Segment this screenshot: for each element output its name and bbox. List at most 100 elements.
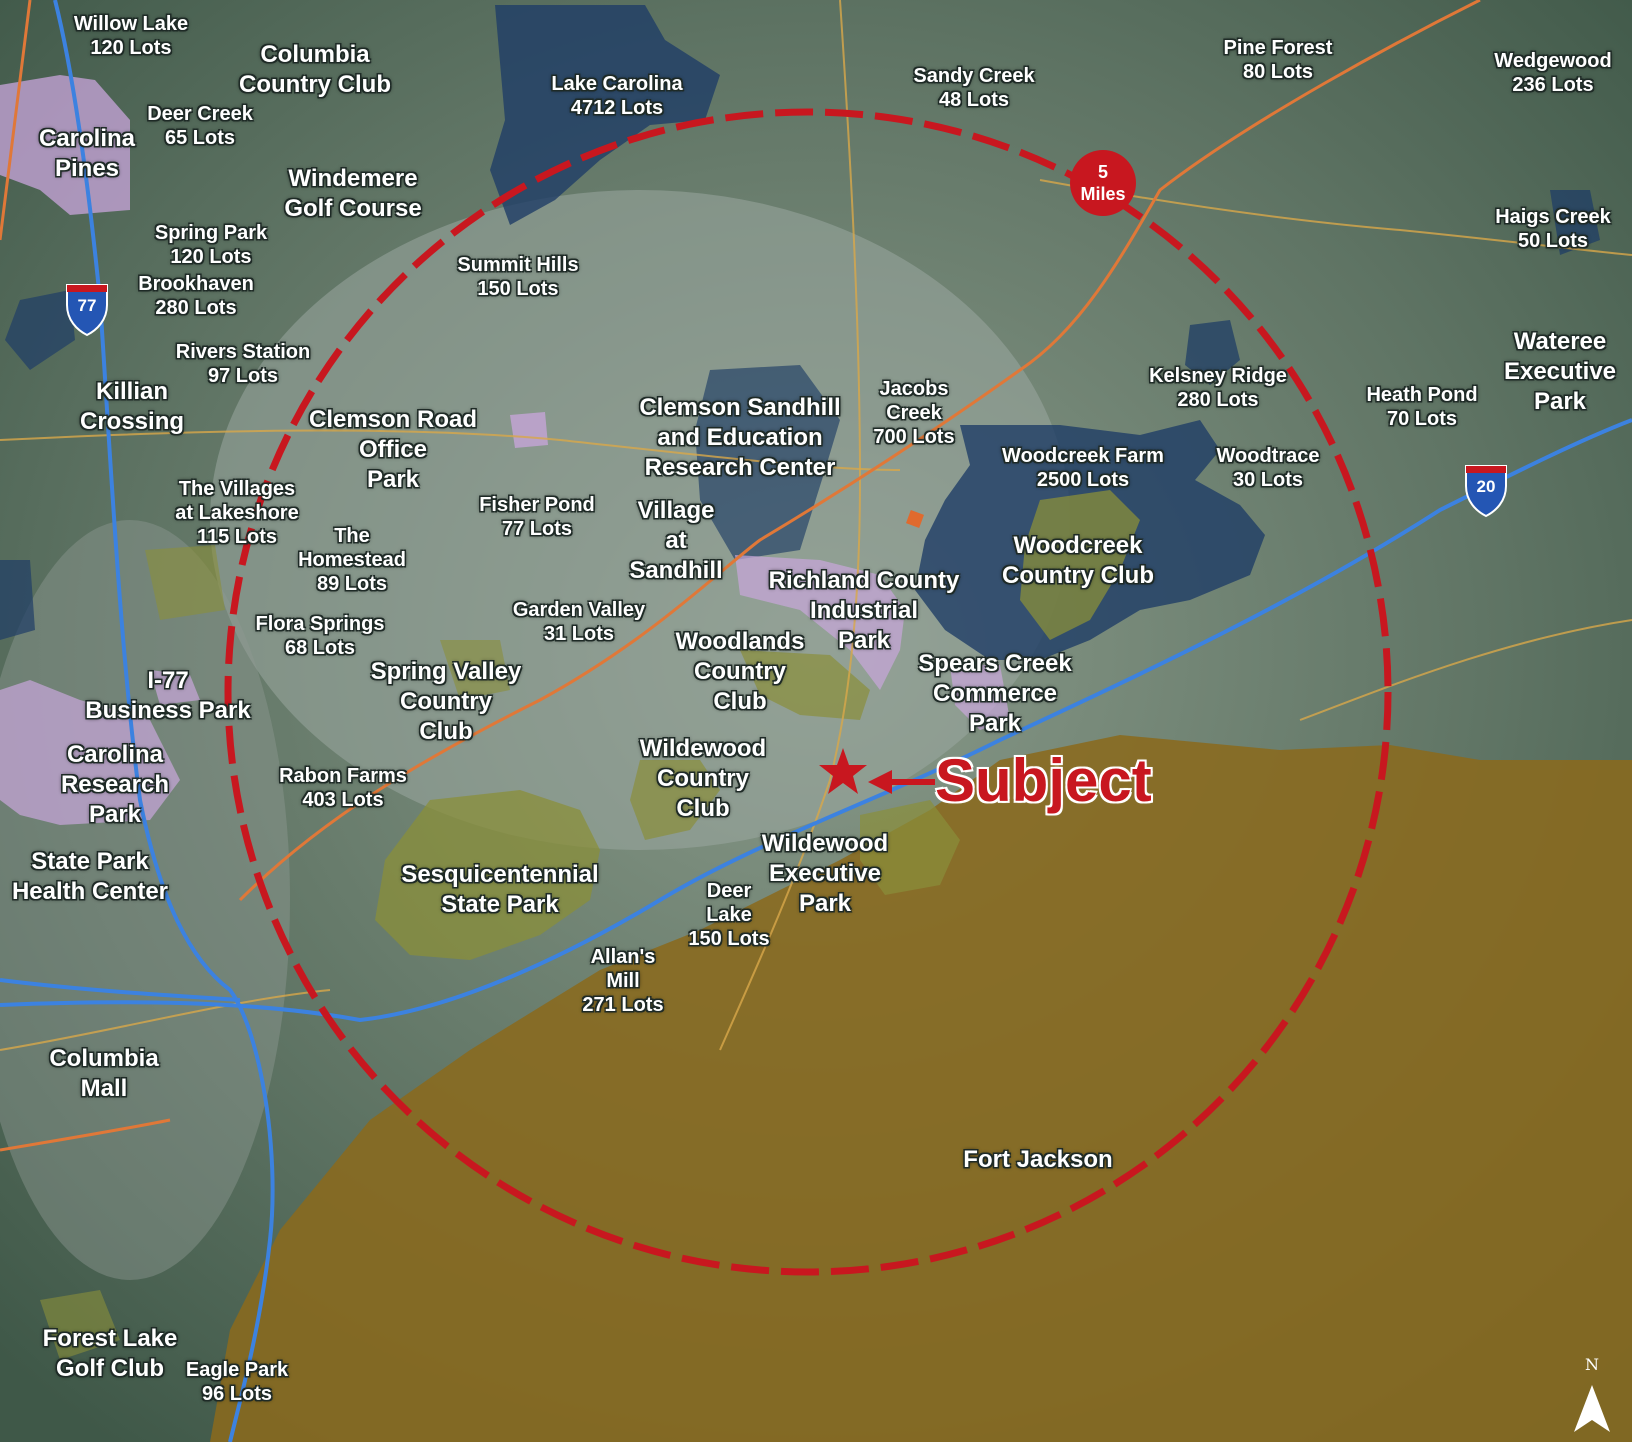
carolina-research-zone[interactable] — [0, 680, 180, 825]
woodlands-cc-zone[interactable] — [740, 650, 870, 720]
subject-star-icon[interactable] — [819, 748, 867, 794]
map-label-fort-jackson[interactable]: Fort Jackson — [963, 1145, 1112, 1175]
map-label-line: Crossing — [79, 408, 185, 435]
clemson-road-office-zone[interactable] — [510, 412, 548, 448]
sesquicentennial-zone[interactable] — [375, 790, 600, 960]
map-label-line: 80 Lots — [1242, 61, 1314, 83]
highway — [238, 0, 1481, 902]
map-label-line: 50 Lots — [1517, 230, 1589, 252]
richland-industrial-zone[interactable] — [735, 555, 905, 690]
map-label-line: Country Club — [1002, 562, 1154, 589]
map-label-line: 65 Lots — [164, 127, 236, 149]
kelsney-ridge-zone[interactable] — [1185, 320, 1240, 385]
map-label-line: Park — [1533, 388, 1587, 415]
map-label-line: 280 Lots — [155, 297, 237, 319]
map-label-line: Clemson Road — [308, 406, 478, 433]
interstate-20-shield — [1465, 465, 1507, 518]
map-label-line: 150 Lots — [688, 928, 770, 950]
spears-creek-zone[interactable] — [950, 665, 1010, 730]
woodcreek-cc-zone[interactable] — [1020, 490, 1140, 640]
forest-lake-zone[interactable] — [40, 1290, 120, 1360]
map-label-line: and Education — [657, 424, 823, 451]
map-label-line: 4712 Lots — [570, 97, 664, 119]
map-label-line: 89 Lots — [316, 573, 388, 595]
haigs-creek-zone[interactable] — [1550, 190, 1600, 255]
map-label-line: Flora Springs — [255, 613, 385, 635]
map-label-line: Forest Lake — [42, 1325, 178, 1352]
map-label-line: 68 Lots — [284, 637, 356, 659]
map-label-line: Sesquicentennial — [401, 861, 599, 888]
map-label-line: 700 Lots — [873, 426, 955, 448]
map-label-line: Country Club — [239, 71, 391, 98]
rivers-station-zone[interactable] — [5, 290, 75, 370]
west-park-zone[interactable] — [145, 545, 225, 620]
map-label-line: State Park — [441, 891, 559, 918]
wildewood-exec-zone[interactable] — [860, 800, 960, 895]
map-label-line: Richland County — [768, 567, 960, 594]
spring-valley-cc-zone[interactable] — [440, 640, 510, 700]
carolina-pines-zone[interactable] — [0, 75, 130, 215]
map-label-line: Heath Pond — [1366, 384, 1478, 406]
interstate-77-number: 77 — [77, 296, 97, 315]
i77-business-zone[interactable] — [150, 670, 200, 705]
local-road — [1039, 179, 1632, 256]
map-label-line: Spring Park — [154, 222, 268, 244]
map-label-line: Country — [657, 765, 749, 792]
wildewood-cc-zone[interactable] — [630, 760, 720, 840]
map-label-line: 150 Lots — [477, 278, 559, 300]
map-label-line: Rivers Station — [175, 341, 311, 363]
subject-label[interactable]: Subject — [935, 747, 1152, 814]
west-residential-zone[interactable] — [0, 560, 35, 640]
local-road — [0, 429, 901, 471]
fort-jackson-zone[interactable] — [210, 735, 1632, 1442]
